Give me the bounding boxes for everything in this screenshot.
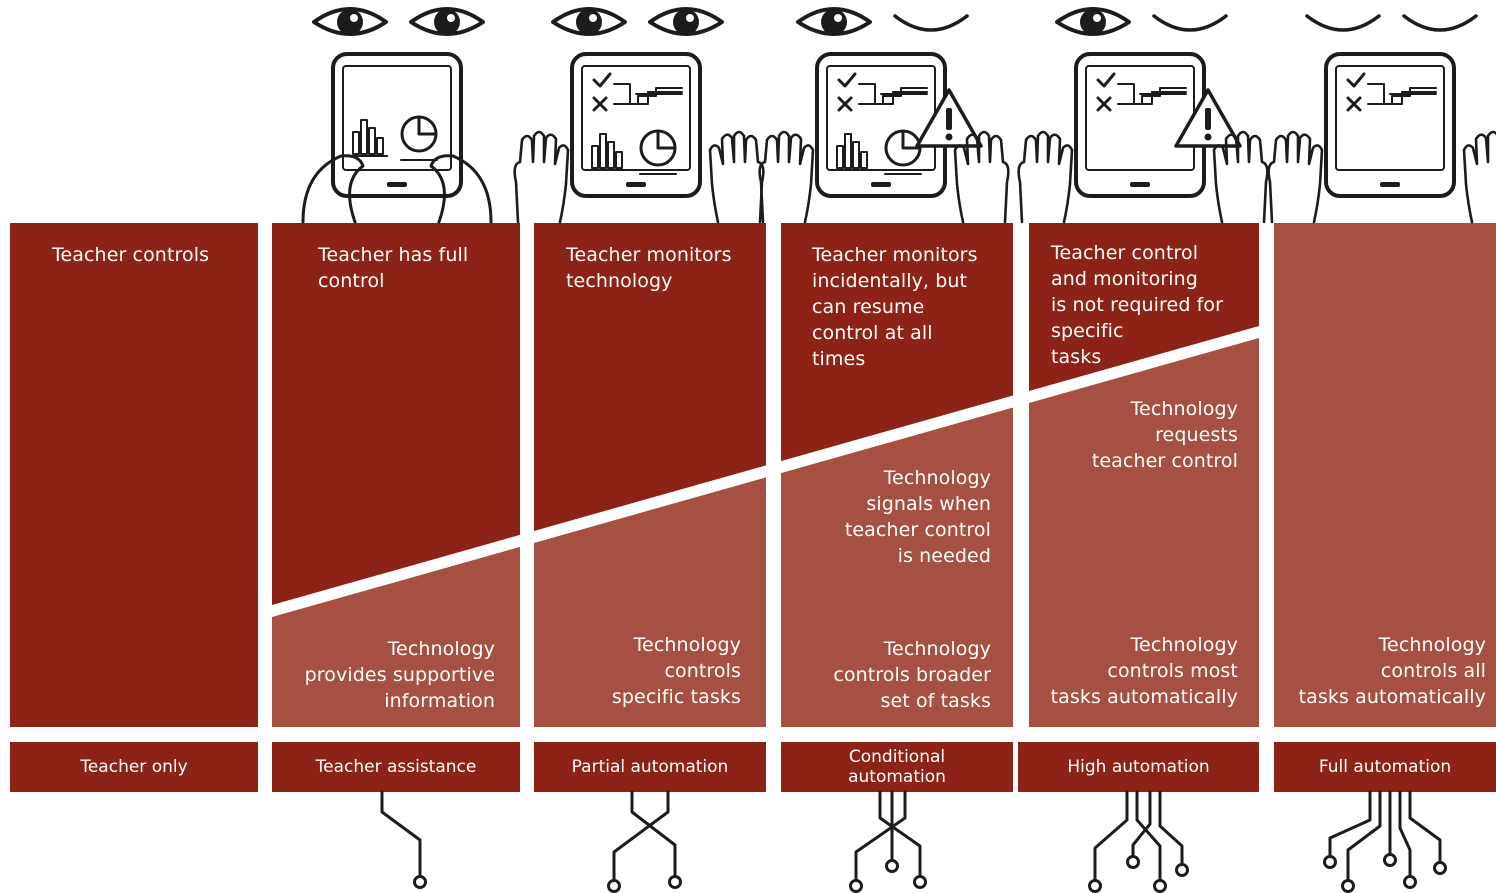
checkmark-icon: [592, 72, 612, 88]
cross-icon: [1096, 96, 1112, 112]
level-4-label: Conditional automation: [848, 747, 946, 787]
hand-icon: [1462, 130, 1496, 224]
panel-technology-2: [272, 546, 520, 727]
panels-layer: [10, 223, 1496, 792]
eye-closed-icon: [1305, 14, 1381, 32]
circuit-leg-icon: [1088, 790, 1189, 893]
level-5-illustration: [1017, 7, 1269, 224]
panel-technology-4: [781, 407, 1013, 727]
level-6-technology-text: Technology controls all tasks automatica…: [1298, 634, 1486, 708]
eye-closed-icon: [893, 14, 969, 32]
level-4-technology-note: Technology signals when teacher control …: [844, 467, 991, 567]
checkmark-icon: [837, 72, 857, 88]
hand-icon: [758, 130, 815, 224]
bar-chart-icon: [832, 133, 872, 171]
pie-chart-icon: [639, 129, 677, 175]
cross-icon: [1346, 96, 1362, 112]
level-2-label: Teacher assistance: [315, 757, 477, 777]
level-3-teacher-text: Teacher monitors technology: [566, 244, 732, 292]
panel-teacher-5: [1029, 223, 1259, 392]
eye-open-icon: [551, 7, 627, 36]
level-6-label: Full automation: [1318, 757, 1452, 777]
eye-open-icon: [648, 7, 724, 36]
tablet-icon: [301, 52, 493, 224]
tablet-icon: [815, 52, 983, 198]
pie-chart-icon: [400, 115, 438, 161]
panel-teacher-1: [10, 223, 258, 727]
eye-open-icon: [1055, 7, 1131, 36]
level-label-box-4: [781, 742, 1013, 792]
level-2-technology-text: Technology provides supportive informati…: [304, 638, 495, 712]
circuit-legs-layer: [380, 790, 1447, 893]
level-5-label: High automation: [1067, 757, 1210, 777]
flow-icon: [1346, 72, 1437, 112]
eye-closed-icon: [1152, 14, 1228, 32]
level-1-teacher-text: Teacher controls: [52, 244, 210, 266]
tablet-icon: [1324, 52, 1456, 198]
warning-icon: [1174, 88, 1242, 148]
hand-icon: [301, 154, 365, 224]
circuit-leg-icon: [380, 790, 427, 889]
flow-icon: [1096, 72, 1187, 112]
panel-technology-3: [534, 477, 766, 727]
panel-teacher-4: [781, 223, 1013, 462]
hand-icon: [708, 130, 765, 224]
flow-icon: [837, 72, 928, 112]
circuit-leg-icon: [849, 790, 927, 893]
panel-technology-6: [1274, 223, 1496, 727]
level-2-illustration: [301, 7, 493, 224]
eye-open-icon: [796, 7, 872, 36]
hand-icon: [1017, 130, 1074, 224]
hand-icon: [513, 130, 570, 224]
level-5-technology-text: Technology controls most tasks automatic…: [1050, 634, 1238, 708]
hand-icon: [953, 130, 1010, 224]
eye-open-icon: [409, 7, 485, 36]
level-4-illustration: [758, 7, 1010, 224]
level-label-box-5: [1018, 742, 1259, 792]
level-2-teacher-text: Teacher has full control: [318, 244, 469, 292]
circuit-leg-icon: [607, 790, 682, 893]
panel-teacher-3: [534, 223, 766, 531]
level-label-box-6: [1274, 742, 1496, 792]
level-5-technology-note: Technology requests teacher control: [1091, 398, 1238, 472]
level-6-illustration: [1267, 14, 1496, 224]
checkmark-icon: [1096, 72, 1116, 88]
hand-icon: [1267, 130, 1324, 224]
level-label-box-3: [534, 742, 766, 792]
level-3-label: Partial automation: [571, 757, 729, 777]
level-5-teacher-text: Teacher control and monitoring is not re…: [1051, 242, 1224, 368]
icons-layer: [301, 7, 1496, 224]
circuit-leg-icon: [1323, 790, 1447, 893]
eye-open-icon: [312, 7, 388, 36]
eye-closed-icon: [1402, 14, 1478, 32]
cross-icon: [837, 96, 853, 112]
bar-chart-icon: [348, 119, 388, 157]
panel-technology-5: [1029, 338, 1259, 727]
checkmark-icon: [1346, 72, 1366, 88]
level-4-technology-text: Technology controls broader set of tasks: [833, 638, 991, 712]
warning-icon: [915, 88, 983, 148]
panel-teacher-2: [272, 223, 520, 605]
level-3-technology-text: Technology controls specific tasks: [611, 634, 741, 708]
level-label-box-2: [272, 742, 520, 792]
level-1-label: Teacher only: [80, 757, 188, 777]
pie-chart-icon: [884, 129, 922, 175]
tablet-icon: [570, 52, 702, 198]
hand-icon: [1212, 130, 1269, 224]
level-3-illustration: [513, 7, 765, 224]
cross-icon: [592, 96, 608, 112]
level-4-teacher-text: Teacher monitors incidentally, but can r…: [812, 244, 978, 370]
holding-hands-icon: [301, 154, 493, 224]
hand-icon: [429, 154, 493, 224]
level-label-box-1: [10, 742, 258, 792]
flow-icon: [592, 72, 683, 112]
tablet-icon: [1074, 52, 1242, 198]
bar-chart-icon: [587, 133, 627, 171]
